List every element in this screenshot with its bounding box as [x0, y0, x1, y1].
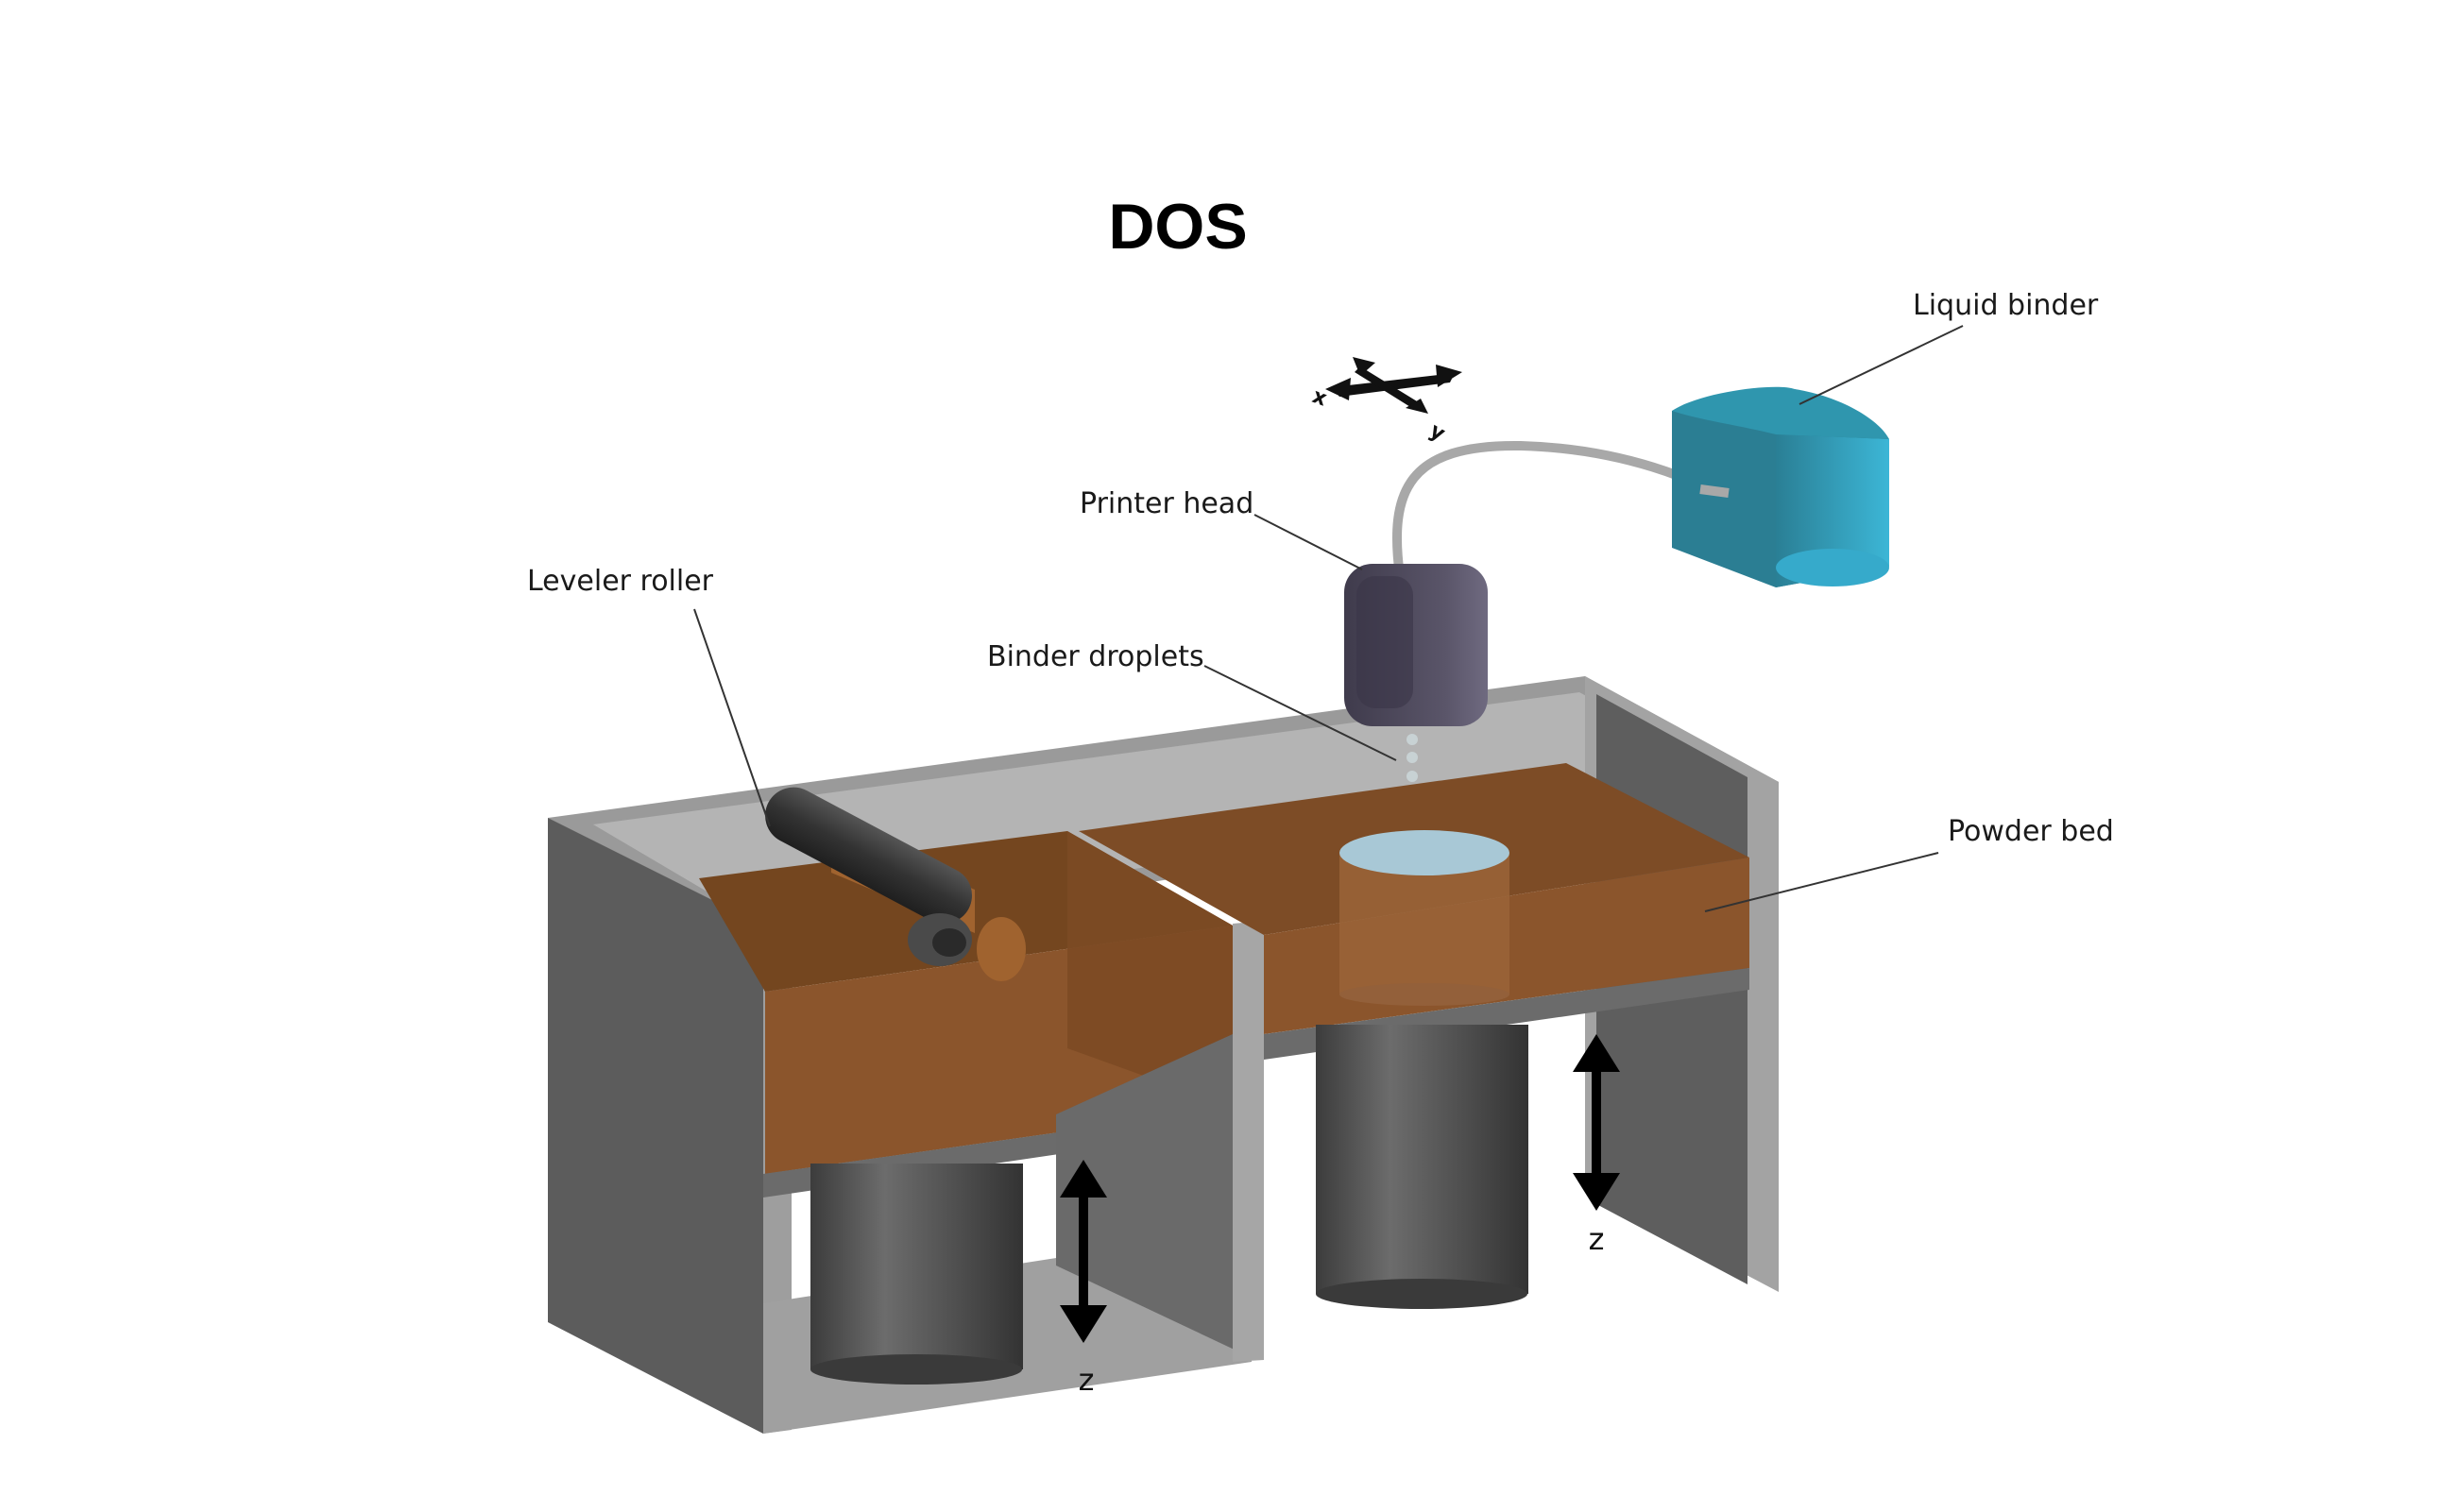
leveler-roller: [765, 787, 1026, 981]
y-axis-label: y: [1425, 419, 1449, 447]
z-label-right: z: [1589, 1221, 1605, 1257]
z-label-left: z: [1079, 1362, 1095, 1398]
label-printer-head: Printer head: [1080, 487, 1253, 520]
right-build-chamber: [1079, 763, 1749, 1309]
label-liquid-binder: Liquid binder: [1913, 289, 2099, 322]
diagram-title: DOS: [1108, 191, 1247, 263]
printed-part-top: [1339, 830, 1509, 875]
leader-leveler-roller: [693, 608, 771, 827]
printed-part: [1339, 853, 1509, 994]
leader-powder-bed: [1704, 852, 1939, 912]
xy-motion-icon: x y: [1309, 357, 1462, 446]
x-axis-label: x: [1309, 384, 1330, 411]
leader-liquid-binder: [1799, 325, 1964, 405]
left-piston: [810, 1164, 1023, 1369]
z-arrow-left: [1060, 1160, 1107, 1343]
label-powder-bed: Powder bed: [1948, 815, 2114, 848]
label-binder-droplets: Binder droplets: [987, 640, 1204, 673]
leader-printer-head: [1253, 514, 1363, 570]
liquid-binder-tank: [1672, 386, 1889, 587]
binder-droplets: [1407, 734, 1418, 782]
label-leveler-roller: Leveler roller: [527, 565, 714, 598]
right-piston: [1316, 1025, 1528, 1294]
leader-binder-droplets: [1203, 665, 1397, 761]
z-arrow-right: [1573, 1034, 1620, 1211]
